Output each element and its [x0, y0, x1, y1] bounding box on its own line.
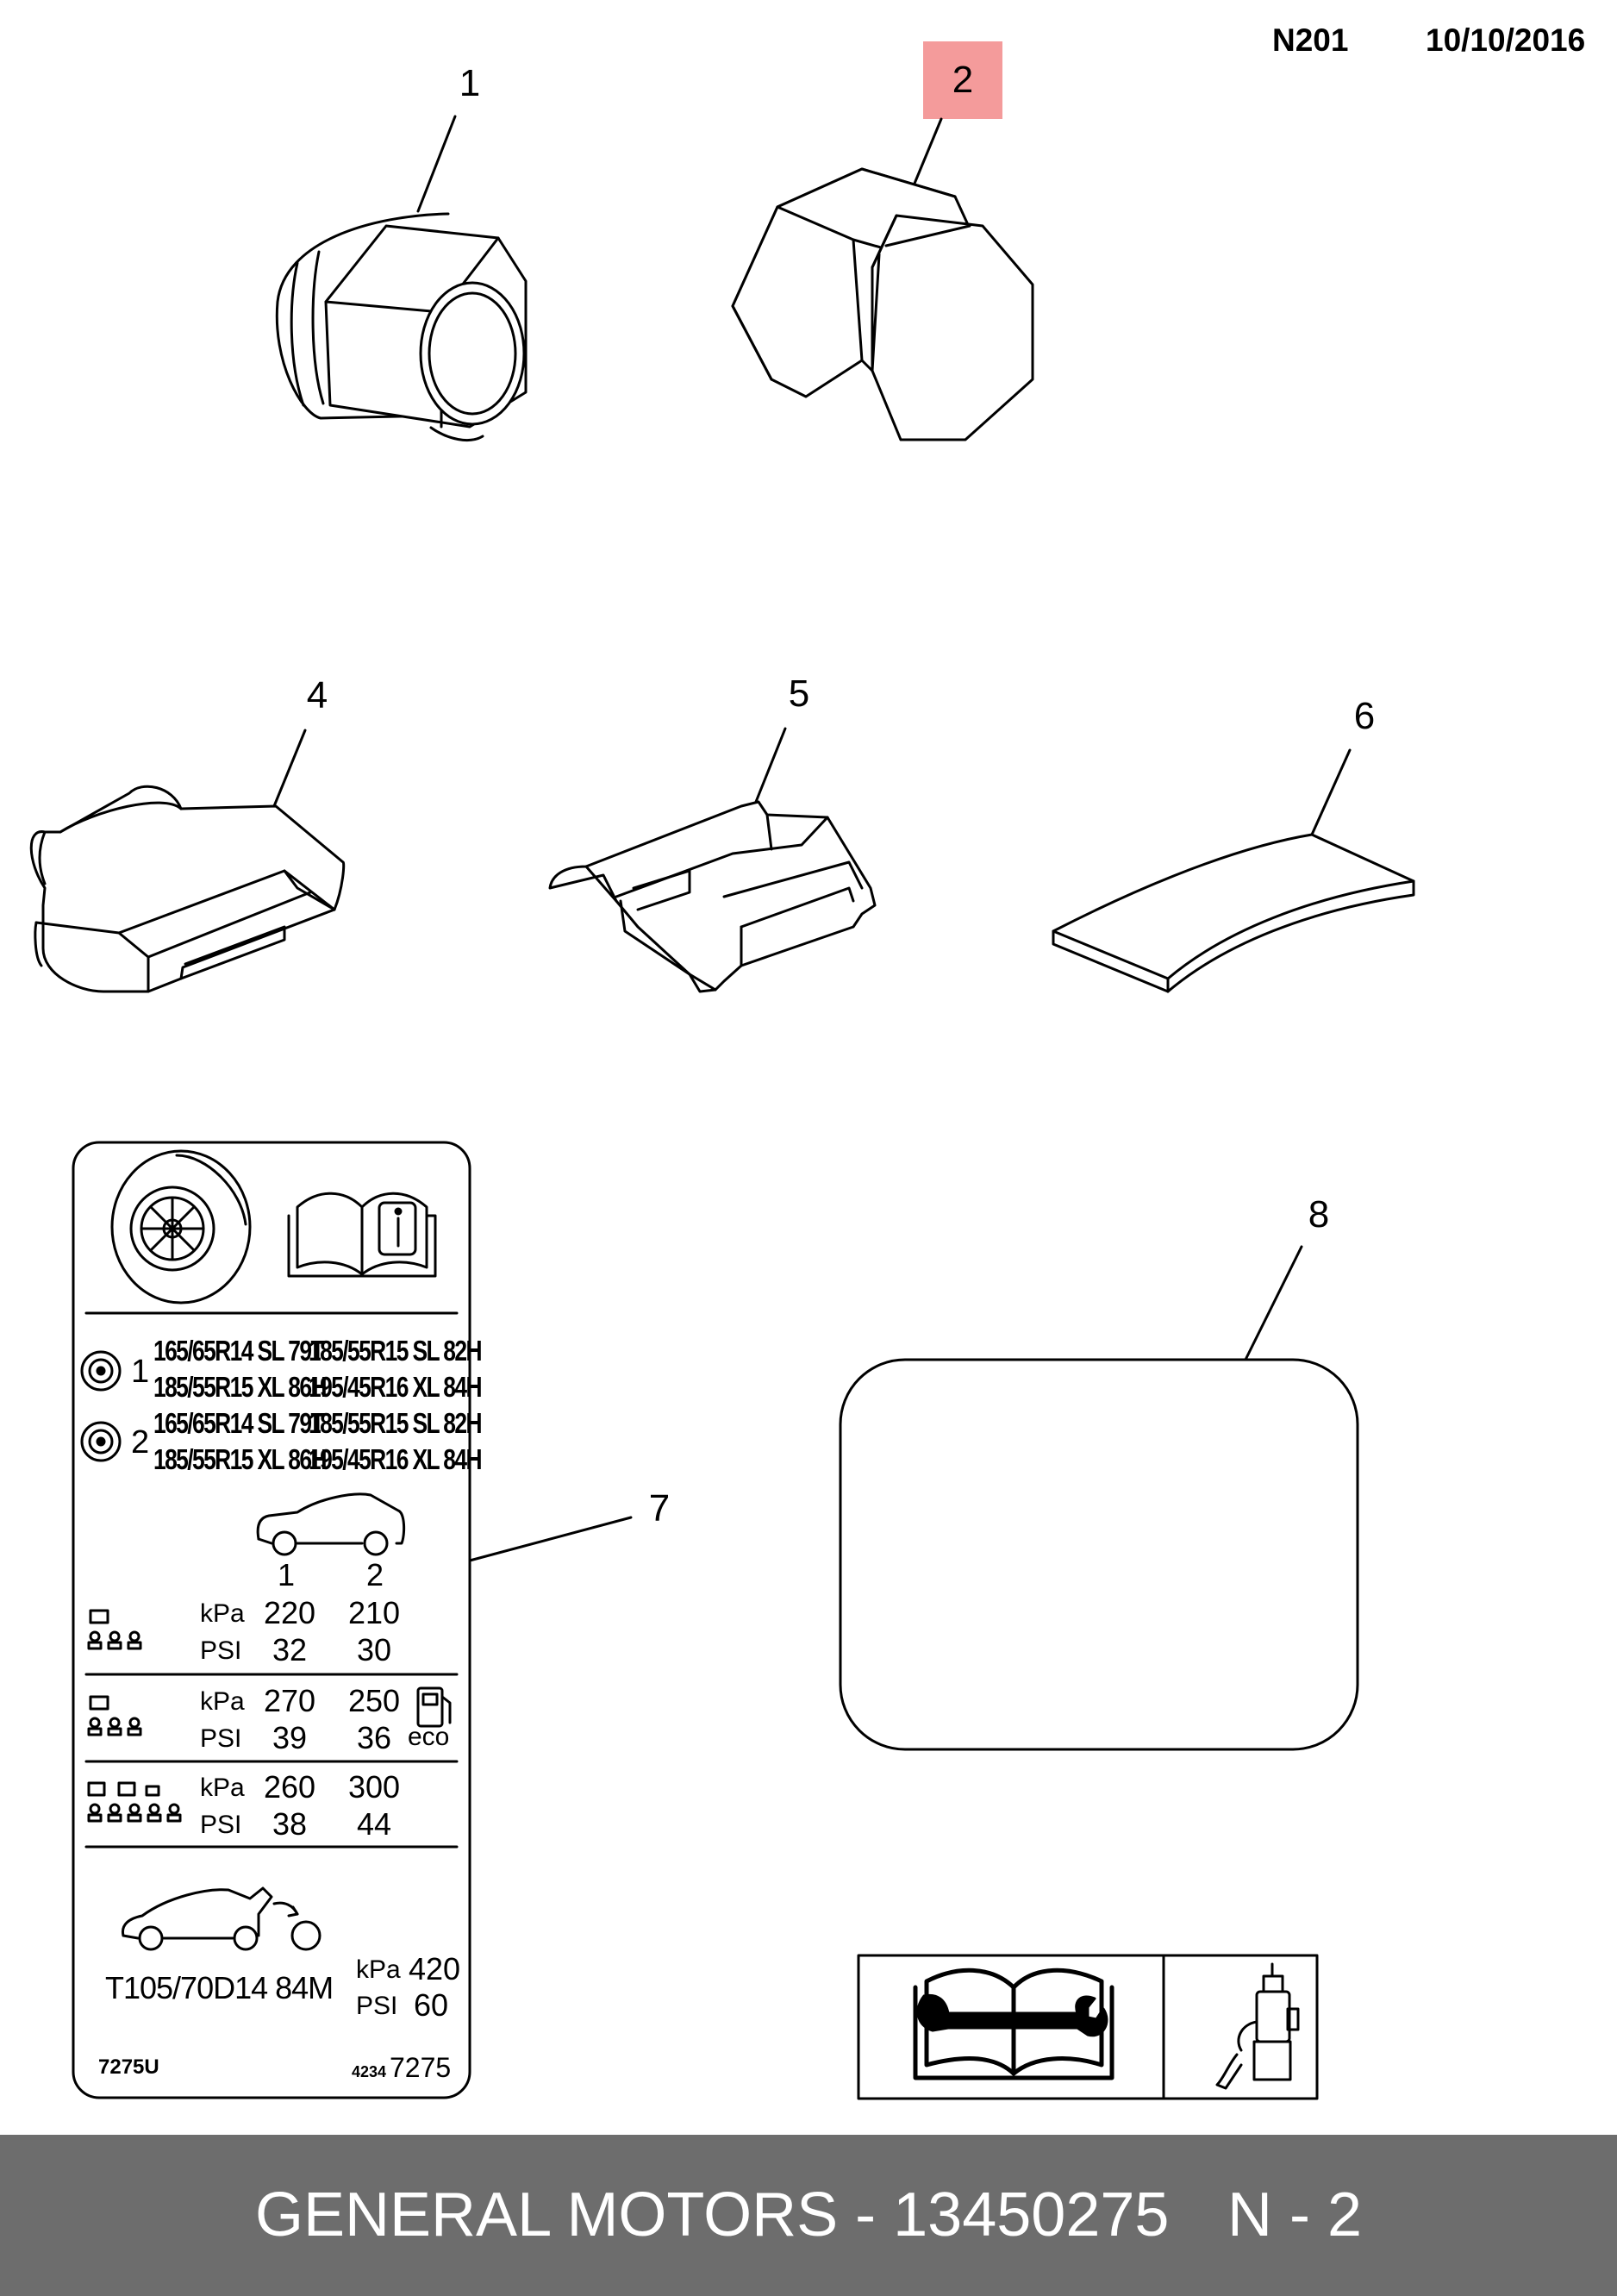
service-manual-wrench-icon [913, 1968, 1114, 2080]
unit-kpa-row-3: kPa [200, 1774, 245, 1802]
footer-brand-part-number: GENERAL MOTORS - 13450275 [255, 2180, 1170, 2249]
tire-icon [110, 1149, 252, 1304]
psi-rear-row-3: 44 [357, 1806, 392, 1842]
tire-size-2b: 185/55R15 SL 82H [309, 1407, 483, 1439]
diagram-code: N201 [1272, 22, 1349, 58]
spare-car-icon [121, 1886, 322, 1951]
unit-psi-row-3: PSI [200, 1811, 242, 1839]
balance-weight-illustration [29, 729, 346, 993]
tire-size-2c: 185/55R15 XL 86H [153, 1443, 328, 1475]
load-icon-row-3 [87, 1781, 182, 1823]
tire-size-1b: 185/55R15 SL 82H [309, 1335, 483, 1367]
callout-2: 2 [952, 59, 974, 101]
kpa-rear-row-1: 210 [348, 1595, 401, 1630]
kpa-rear-row-3: 300 [348, 1769, 401, 1805]
diagram-date: 10/10/2016 [1426, 22, 1586, 58]
tire-size-2d: 195/45R16 XL 84H [309, 1443, 483, 1475]
lubricant-bottle-icon [1215, 1962, 1300, 2090]
callout-6: 6 [1353, 695, 1376, 737]
small-tire-icon-1 [80, 1350, 122, 1392]
unit-kpa-spare: kPa [356, 1955, 401, 1984]
callout-4: 4 [306, 674, 328, 716]
kpa-front-row-3: 260 [264, 1769, 316, 1805]
psi-front-row-3: 38 [272, 1806, 308, 1842]
psi-rear-row-2: 36 [357, 1720, 392, 1755]
footer-bar: GENERAL MOTORS - 13450275 N - 2 [0, 2135, 1617, 2296]
owners-manual-icon [287, 1192, 437, 1278]
label-plate-illustration [839, 1245, 1359, 1751]
wheel-nut-illustration [275, 115, 528, 442]
psi-front-row-2: 39 [272, 1720, 308, 1755]
callout-8: 8 [1308, 1193, 1330, 1236]
tire-row-1-number: 1 [131, 1354, 150, 1390]
unit-psi-row-1: PSI [200, 1636, 242, 1665]
psi-front-row-1: 32 [272, 1632, 308, 1667]
spare-psi-value: 60 [414, 1987, 449, 2023]
callout-2-highlight: 2 [923, 41, 1002, 119]
tire-size-1d: 195/45R16 XL 84H [309, 1371, 483, 1403]
car-icon [256, 1492, 406, 1556]
kpa-rear-row-2: 250 [348, 1683, 401, 1718]
footer-page-id: N - 2 [1227, 2180, 1363, 2249]
load-icon-row-1 [87, 1609, 142, 1650]
load-icon-row-2 [87, 1695, 142, 1736]
tire-row-2-number: 2 [131, 1424, 150, 1461]
tire-pressure-label-outline [72, 1141, 633, 2099]
adhesive-pad-illustration [1052, 748, 1415, 993]
spare-kpa-value: 420 [409, 1951, 461, 1986]
label-code-left: 7275U [98, 2055, 159, 2079]
tire-size-2a: 165/65R14 SL 79T [153, 1407, 325, 1439]
unit-kpa-row-1: kPa [200, 1599, 245, 1628]
kpa-front-row-2: 270 [264, 1683, 316, 1718]
callout-5: 5 [788, 673, 810, 715]
spare-tire-size: T105/70D14 84M [105, 1970, 334, 2005]
unit-psi-spare: PSI [356, 1992, 398, 2020]
label-code-right-small: 4234 [352, 2063, 387, 2080]
unit-kpa-row-2: kPa [200, 1687, 245, 1716]
tire-size-1a: 165/65R14 SL 79T [153, 1335, 325, 1367]
callout-7: 7 [648, 1487, 671, 1530]
nut-cap-illustration [731, 117, 1034, 441]
unit-psi-row-2: PSI [200, 1724, 242, 1753]
eco-label: eco [408, 1723, 450, 1751]
clip-illustration [548, 727, 877, 993]
label-code-right-big: 7275 [390, 2052, 452, 2083]
small-tire-icon-2 [80, 1421, 122, 1462]
tire-size-1c: 185/55R15 XL 86H [153, 1371, 328, 1403]
callout-1: 1 [459, 62, 481, 104]
fuel-pump-icon [416, 1686, 452, 1728]
axle-rear-label: 2 [366, 1557, 384, 1592]
parts-line-art [29, 115, 1415, 2100]
axle-front-label: 1 [278, 1557, 296, 1592]
kpa-front-row-1: 220 [264, 1595, 316, 1630]
psi-rear-row-1: 30 [357, 1632, 392, 1667]
